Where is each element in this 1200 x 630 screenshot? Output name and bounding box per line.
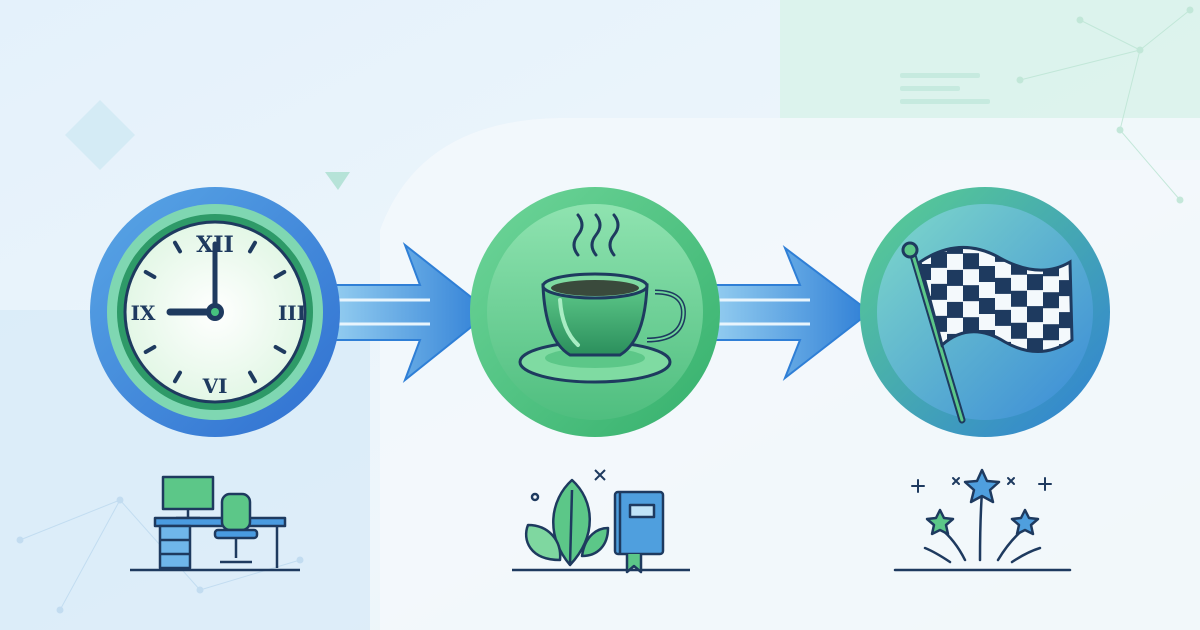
flag-check — [995, 309, 1011, 327]
office-desk-icon — [130, 475, 300, 572]
flag-check — [1027, 306, 1043, 324]
flag-check — [947, 247, 963, 255]
flag-check — [931, 251, 947, 269]
flag-check — [947, 317, 963, 335]
flag-check — [1027, 274, 1043, 292]
step-start: XII III VI IX — [90, 187, 340, 437]
flag-check — [979, 314, 995, 332]
flag-check — [1043, 340, 1059, 352]
flag-check — [931, 267, 947, 285]
flag-check — [979, 266, 995, 284]
flag-check — [963, 285, 979, 303]
clock-tick — [173, 370, 182, 384]
flag-check — [931, 299, 947, 317]
clock-tick — [273, 270, 287, 279]
step-finish — [860, 187, 1110, 437]
flag-check — [920, 264, 931, 281]
flag-check — [1011, 274, 1027, 292]
flag-check — [1027, 290, 1043, 308]
clock-tick — [173, 240, 182, 254]
plant-and-book-icon — [512, 469, 690, 574]
flag-check — [979, 282, 995, 300]
clock-numeral-6: VI — [202, 374, 228, 398]
clock-tick — [143, 345, 157, 354]
celebration-stars-icon — [893, 468, 1072, 572]
flag-check — [995, 277, 1011, 295]
clock-tick — [143, 270, 157, 279]
star-icon — [925, 508, 955, 536]
coffee-cup-icon — [518, 213, 686, 384]
step-break — [470, 187, 720, 437]
flag-check — [1059, 296, 1072, 314]
flag-check — [1043, 276, 1059, 294]
star-icon — [1010, 508, 1040, 536]
flag-check — [1043, 324, 1059, 342]
flag-check — [1059, 312, 1072, 330]
steam-icon — [572, 213, 620, 257]
flag-check — [947, 253, 963, 271]
network-decoration-right — [1016, 6, 1194, 204]
flag-check — [1011, 290, 1027, 308]
flag-check — [995, 293, 1011, 311]
flag-check — [963, 317, 979, 335]
bars-decoration — [900, 73, 990, 104]
flag-check — [1059, 280, 1072, 298]
flag-check — [1043, 308, 1059, 326]
flag-check — [1027, 322, 1043, 340]
flag-check — [995, 261, 1011, 279]
flag-check — [1043, 292, 1059, 310]
clock-icon: XII III VI IX — [123, 220, 307, 404]
clock-numeral-3: III — [278, 301, 306, 325]
flag-check — [1027, 338, 1043, 352]
flag-check — [931, 283, 947, 301]
flag-check — [1011, 322, 1027, 340]
clock-tick — [248, 370, 257, 384]
flag-check — [963, 301, 979, 319]
clock-tick — [273, 345, 287, 354]
clock-numeral-9: IX — [131, 301, 156, 325]
diamond-decoration — [65, 100, 135, 170]
flag-check — [947, 301, 963, 319]
flag-check — [963, 253, 979, 271]
star-icon — [963, 468, 1001, 504]
flag-check — [963, 247, 979, 255]
flag-check — [947, 269, 963, 287]
flag-check — [1011, 306, 1027, 324]
clock-tick — [248, 240, 257, 254]
flag-check — [947, 285, 963, 303]
triangle-decoration — [325, 172, 350, 190]
flag-check — [963, 269, 979, 287]
flag-check — [979, 298, 995, 316]
